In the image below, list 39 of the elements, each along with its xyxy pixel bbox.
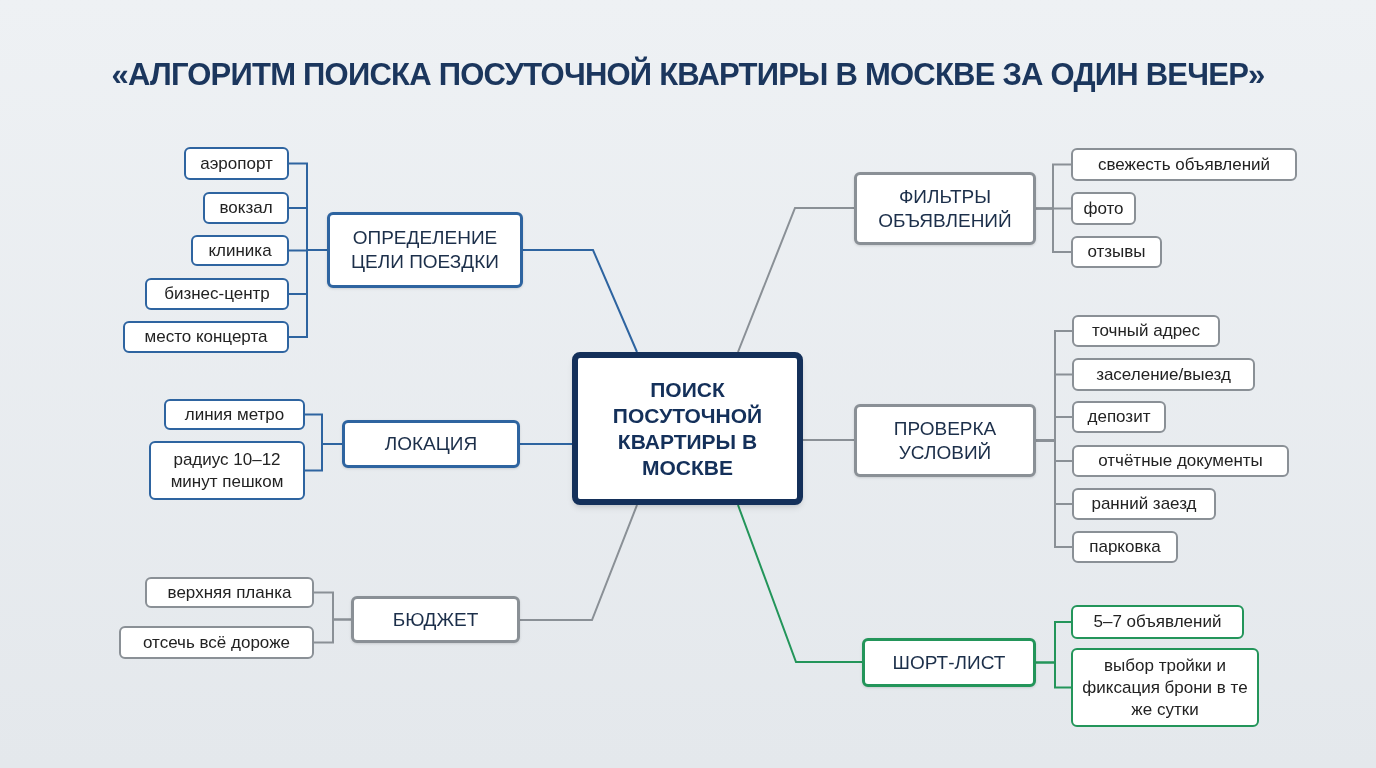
leaf-box: отчётные документы: [1072, 445, 1289, 477]
leaf-box: место концерта: [123, 321, 289, 353]
leaf-box: отсечь всё дороже: [119, 626, 314, 659]
leaf-box: радиус 10–12 минут пешком: [149, 441, 305, 500]
connector-line: [737, 504, 863, 663]
leaf-box: выбор тройки и фиксация брони в те же сутки: [1071, 648, 1259, 727]
leaf-box: депозит: [1072, 401, 1166, 433]
leaf-box: ранний заезд: [1072, 488, 1216, 520]
leaf-box: линия метро: [164, 399, 305, 430]
leaf-box: клиника: [191, 235, 289, 266]
leaf-box: парковка: [1072, 531, 1178, 563]
connector-line: [1035, 661, 1072, 689]
leaf-box: бизнес-центр: [145, 278, 289, 310]
connector-line: [304, 443, 343, 472]
connector-line: [519, 504, 638, 621]
branch-box: БЮДЖЕТ: [351, 596, 520, 643]
branch-box: ОПРЕДЕЛЕНИЕ ЦЕЛИ ПОЕЗДКИ: [327, 212, 523, 288]
leaf-box: точный адрес: [1072, 315, 1220, 347]
connector-line: [519, 443, 573, 445]
leaf-box: заселение/выезд: [1072, 358, 1255, 391]
leaf-box: отзывы: [1071, 236, 1162, 268]
branch-box: ФИЛЬТРЫ ОБЪЯВЛЕНИЙ: [854, 172, 1036, 245]
leaf-box: свежесть объявлений: [1071, 148, 1297, 181]
branch-box: ЛОКАЦИЯ: [342, 420, 520, 468]
connector-line: [802, 439, 855, 441]
connector-line: [522, 249, 638, 353]
connector-line: [737, 207, 855, 353]
connector-line: [1035, 439, 1073, 548]
leaf-box: аэропорт: [184, 147, 289, 180]
leaf-box: верхняя планка: [145, 577, 314, 608]
connector-line: [313, 618, 352, 644]
title: «АЛГОРИТМ ПОИСКА ПОСУТОЧНОЙ КВАРТИРЫ В МОСКВЕ ЗА ОДИН ВЕЧЕР»: [111, 55, 1265, 94]
central-topic-box: ПОИСК ПОСУТОЧНОЙ КВАРТИРЫ В МОСКВЕ: [572, 352, 803, 505]
branch-box: ШОРТ-ЛИСТ: [862, 638, 1036, 687]
branch-box: ПРОВЕРКА УСЛОВИЙ: [854, 404, 1036, 477]
leaf-box: фото: [1071, 192, 1136, 225]
leaf-box: вокзал: [203, 192, 289, 224]
leaf-box: 5–7 объявлений: [1071, 605, 1244, 639]
connector-line: [1035, 207, 1072, 253]
